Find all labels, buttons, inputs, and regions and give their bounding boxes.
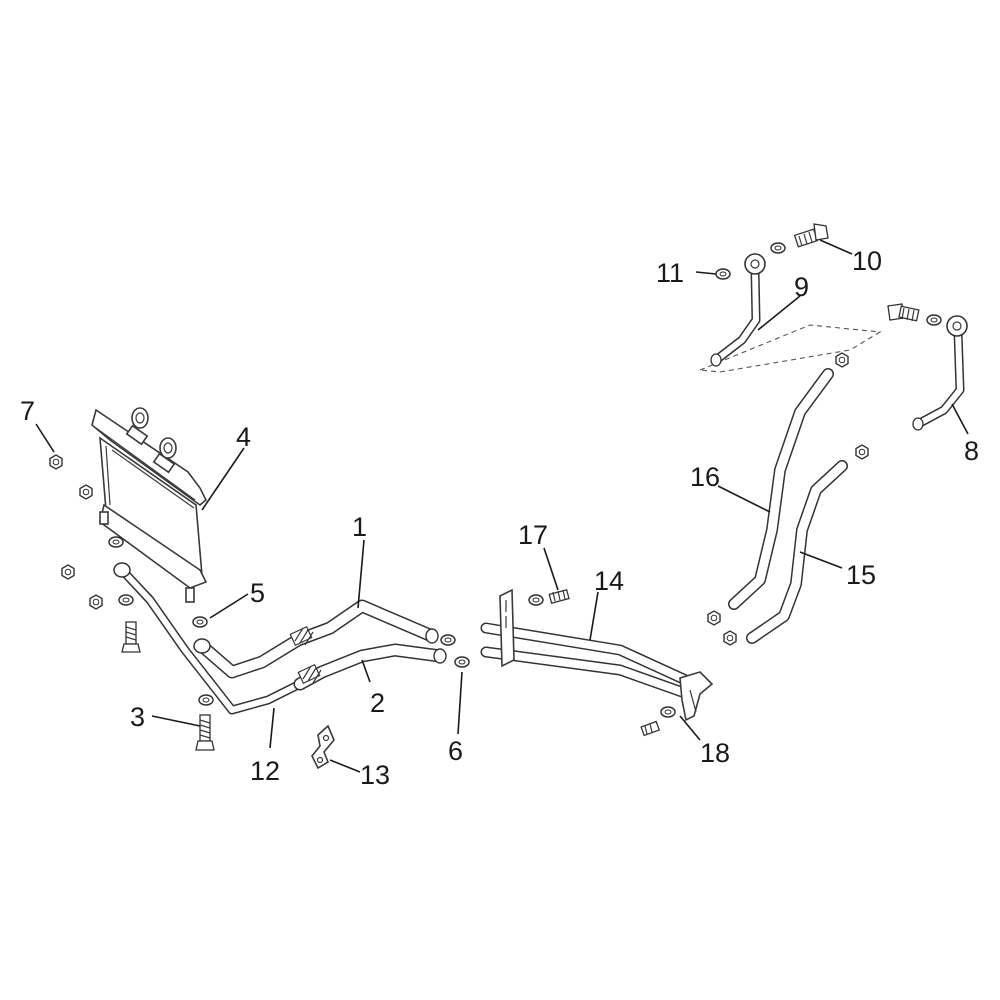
label-part-11: 11 [656, 258, 684, 288]
label-part-15: 15 [846, 560, 876, 590]
label-part-13: 13 [360, 760, 390, 790]
oil-cooler-radiator [91, 407, 208, 603]
hose-part-16 [728, 368, 834, 610]
label-part-5: 5 [250, 578, 265, 608]
label-part-1: 1 [352, 512, 367, 542]
label-part-4: 4 [236, 422, 251, 452]
oil-line-part-8 [887, 303, 968, 431]
clamp-part-13 [311, 724, 335, 770]
bolt-part-18 [640, 706, 676, 737]
label-part-7: 7 [20, 396, 35, 426]
label-part-6: 6 [448, 736, 463, 766]
oil-hose-part-12 [113, 562, 305, 715]
label-part-18: 18 [700, 738, 730, 768]
bolt-part-17 [528, 589, 570, 606]
washer-part-5 [192, 616, 208, 628]
banjo-bolt [121, 621, 141, 653]
nut-part-7 [49, 454, 63, 470]
leader-lines [35, 239, 969, 773]
label-part-2: 2 [370, 688, 385, 718]
label-part-14: 14 [594, 566, 624, 596]
part-number-labels: 1 2 3 4 5 6 7 8 9 10 11 12 13 14 15 16 1… [20, 246, 979, 790]
oil-hose-part-1 [193, 599, 439, 679]
oil-hose-part-2 [293, 643, 447, 691]
bolt-part-3 [195, 714, 215, 751]
label-part-16: 16 [690, 462, 720, 492]
oil-line-part-9 [710, 253, 766, 367]
label-part-9: 9 [794, 272, 809, 302]
label-part-3: 3 [130, 702, 145, 732]
hose-cap-part-6 [454, 656, 470, 668]
label-part-12: 12 [250, 756, 280, 786]
label-part-10: 10 [852, 246, 882, 276]
oil-pipe-assembly-part-14 [480, 588, 714, 722]
washer-part-11 [715, 268, 731, 280]
label-part-8: 8 [964, 436, 979, 466]
banjo-bolt-part-10 [793, 223, 829, 248]
label-part-17: 17 [518, 520, 548, 550]
hose-part-15 [746, 460, 848, 644]
